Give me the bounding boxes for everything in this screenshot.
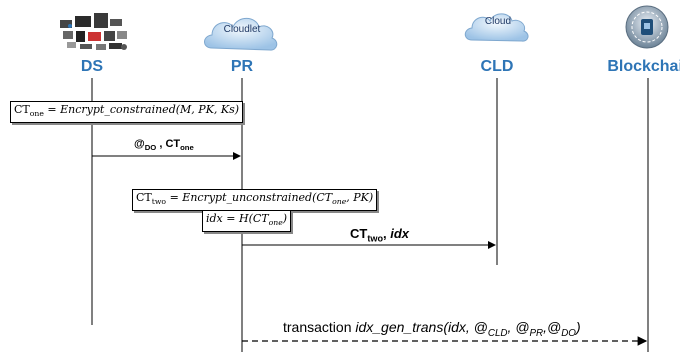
message-cttwo-idx: CTtwo, idx [350, 226, 410, 244]
cloudlet-cloud-text: Cloudlet [223, 24, 261, 35]
message-transaction: transaction idx_gen_trans(idx, @CLD, @PR… [283, 319, 581, 339]
encrypt-unconstrained-box: CTtwo = Encrypt_unconstrained(CTone, PK) [132, 189, 378, 212]
cloud-icon [464, 13, 529, 42]
message-do-ctone: @DO , CTone [134, 138, 194, 153]
actor-label-ds: DS [80, 58, 104, 75]
actor-label-pr: PR [230, 58, 254, 75]
blockchain-icon [625, 5, 669, 49]
hash-box: idx = H(CTone) [202, 210, 292, 233]
cloud-icon [204, 17, 278, 51]
cloud-cloud-text: Cloud [484, 16, 512, 27]
iot-devices-icon [60, 13, 127, 50]
encrypt-constrained-box: CTone = Encrypt_constrained(M, PK, Ks) [10, 101, 244, 124]
actor-label-cld: CLD [480, 58, 514, 75]
actor-label-blockchain: Blockchain [607, 58, 680, 75]
